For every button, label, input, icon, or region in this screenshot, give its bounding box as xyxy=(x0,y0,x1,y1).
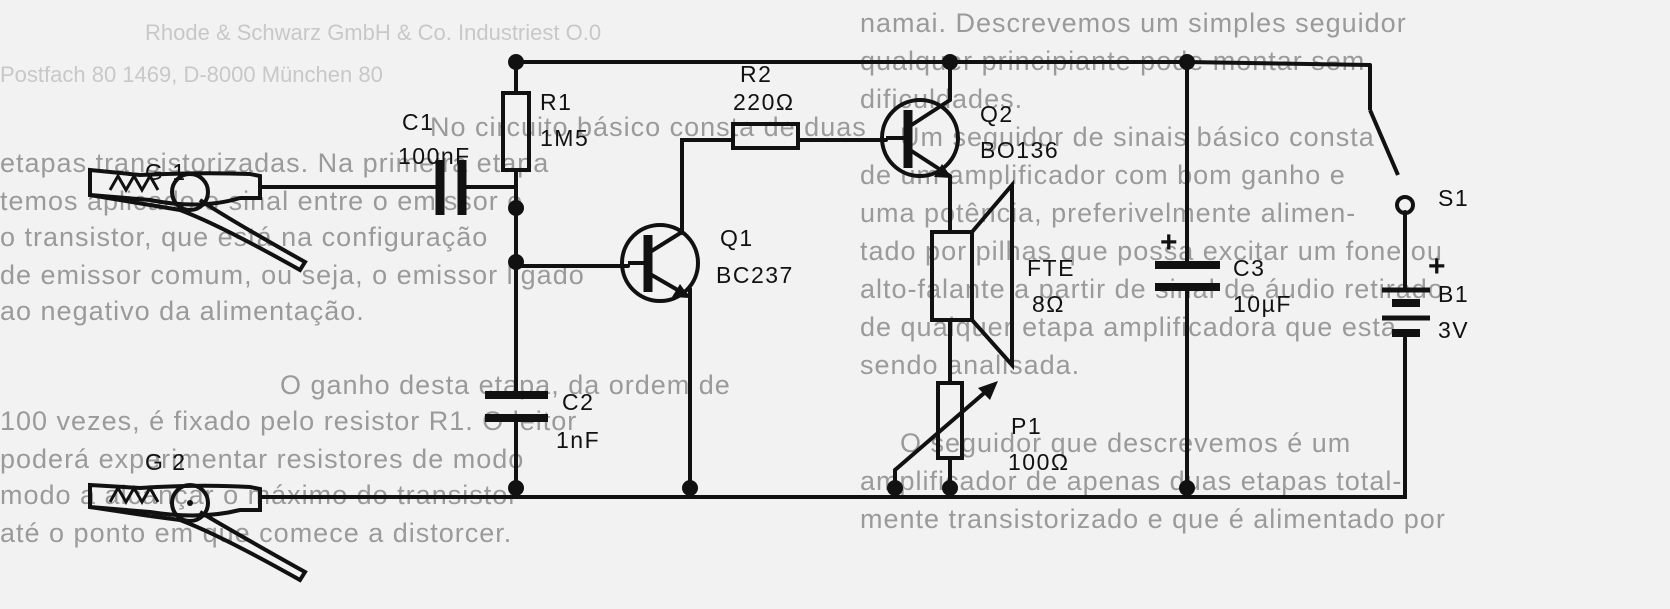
label-q1-part: BC237 xyxy=(716,262,794,288)
junction-dot xyxy=(942,54,958,70)
transistor-q1-symbol xyxy=(620,223,700,303)
alligator-clip-g2 xyxy=(88,482,320,583)
bg-text-line: ao negativo da alimentação. xyxy=(0,296,365,326)
bg-text-line: mente transistorizado e que é alimentado… xyxy=(860,504,1446,534)
label-q1: Q1 xyxy=(720,225,754,251)
junction-dot xyxy=(508,254,524,270)
label-b1: B1 xyxy=(1438,281,1469,307)
resistor-r1-symbol xyxy=(501,91,531,172)
label-battery-plus: + xyxy=(1428,250,1446,283)
label-g1: G 1 xyxy=(145,159,187,185)
bg-text-line: O seguidor que descrevemos é um xyxy=(900,428,1352,458)
bg-text-line: uma potência, preferivelmente alimen- xyxy=(860,198,1357,228)
label-fte: FTE xyxy=(1027,255,1075,281)
potentiometer-p1-symbol xyxy=(893,381,998,472)
label-r1-value: 1M5 xyxy=(540,125,589,151)
bg-text-line: tado por pilhas que possa excitar um fon… xyxy=(860,236,1443,266)
label-g2: G 2 xyxy=(145,449,187,475)
junction-dot xyxy=(508,200,524,216)
label-q2-part: BO136 xyxy=(980,137,1059,163)
bg-text-line: sendo analisada. xyxy=(860,350,1081,380)
junction-dot xyxy=(508,480,524,496)
transistor-q2-symbol xyxy=(880,98,960,178)
junction-dots xyxy=(508,54,1195,496)
label-c3: C3 xyxy=(1233,255,1265,281)
label-r2-value: 220Ω xyxy=(733,89,795,115)
label-b1-value: 3V xyxy=(1438,317,1469,343)
label-p1: P1 xyxy=(1011,413,1042,439)
capacitor-c2-symbol xyxy=(485,391,548,422)
bg-publisher-line-1: Rhode & Schwarz GmbH & Co. Industriest O… xyxy=(145,20,602,45)
battery-b1-symbol xyxy=(1382,287,1430,337)
alligator-clip-g1 xyxy=(88,167,320,273)
bg-text-line: 100 vezes, é fixado pelo resistor R1. O … xyxy=(0,406,578,436)
label-r2: R2 xyxy=(740,61,772,87)
label-s1: S1 xyxy=(1438,185,1469,211)
junction-dot xyxy=(887,480,903,496)
junction-dot xyxy=(508,54,524,70)
bg-text-line: dificuldades. xyxy=(860,84,1024,114)
capacitor-c3-symbol xyxy=(1155,261,1220,291)
label-p1-value: 100Ω xyxy=(1008,449,1070,475)
bg-publisher-line-2: Postfach 80 1469, D-8000 München 80 xyxy=(0,62,383,87)
label-q2: Q2 xyxy=(980,101,1014,127)
label-c3-plus: + xyxy=(1160,226,1178,259)
junction-dot xyxy=(942,480,958,496)
label-c2-value: 1nF xyxy=(556,427,600,453)
bg-text-line: Um seguidor de sinais básico consta xyxy=(900,122,1375,152)
junction-dot xyxy=(1179,480,1195,496)
label-c2: C2 xyxy=(562,389,594,415)
bg-text-line: poderá experimentar resistores de modo xyxy=(0,444,525,474)
bg-text-line: namai. Descrevemos um simples seguidor xyxy=(860,8,1407,38)
label-c1: C1 xyxy=(402,109,434,135)
label-fte-value: 8Ω xyxy=(1032,291,1065,317)
capacitor-c1-symbol xyxy=(435,160,467,215)
label-c1-value: 100nF xyxy=(398,143,471,169)
junction-dot xyxy=(1179,54,1195,70)
component-labels: G 1 G 2 C1 100nF R1 1M5 R2 220Ω Q1 BC237… xyxy=(145,61,1469,475)
junction-dot xyxy=(682,480,698,496)
switch-s1-symbol xyxy=(1368,65,1415,215)
label-r1: R1 xyxy=(540,89,572,115)
label-c3-value: 10µF xyxy=(1233,291,1292,317)
bg-text-line: alto-falante a partir de sinal de áudio … xyxy=(860,274,1444,304)
speaker-fte-symbol xyxy=(930,179,1014,371)
resistor-r2-symbol xyxy=(731,122,800,150)
